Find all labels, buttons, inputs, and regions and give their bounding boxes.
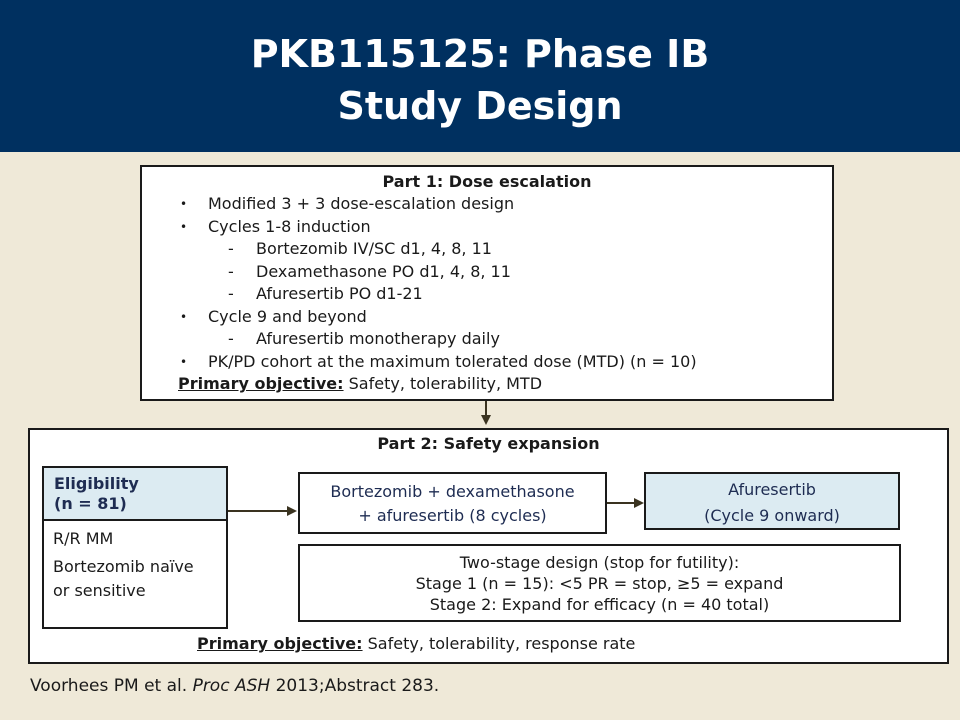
- arrow-to-mono-icon: [634, 498, 644, 508]
- combo-line-1: Bortezomib + dexamethasone: [330, 482, 575, 501]
- part1-bullet-item: PK/PD cohort at the maximum tolerated do…: [178, 351, 822, 374]
- eligibility-box: Eligibility (n = 81) R/R MM Bortezomib n…: [42, 466, 228, 629]
- mono-line-1: Afuresertib: [728, 480, 816, 499]
- part2-title: Part 2: Safety expansion: [377, 434, 600, 453]
- part2-objective-label: Primary objective:: [197, 634, 363, 653]
- part1-list: Modified 3 + 3 dose-escalation designCyc…: [178, 193, 822, 373]
- part1-sub-item: Afuresertib PO d1-21: [178, 283, 822, 306]
- part2-objective: Primary objective: Safety, tolerability,…: [197, 634, 635, 653]
- part1-bullet-item: Cycle 9 and beyond: [178, 306, 822, 329]
- part1-bullet-item: Modified 3 + 3 dose-escalation design: [178, 193, 822, 216]
- eligibility-criterion-2a: Bortezomib naïve: [53, 557, 194, 576]
- citation-rest: 2013;Abstract 283.: [270, 676, 440, 696]
- part1-objective: Primary objective: Safety, tolerability,…: [178, 373, 822, 395]
- combination-therapy-box: Bortezomib + dexamethasone + afuresertib…: [298, 472, 607, 534]
- part1-sub-item: Dexamethasone PO d1, 4, 8, 11: [178, 261, 822, 284]
- part2-objective-text: Safety, tolerability, response rate: [362, 634, 636, 653]
- part1-sub-item: Afuresertib monotherapy daily: [178, 328, 822, 351]
- slide-title-line2: Study Design: [337, 84, 623, 128]
- citation: Voorhees PM et al. Proc ASH 2013;Abstrac…: [30, 676, 439, 696]
- part1-bullet-item: Cycles 1-8 induction: [178, 216, 822, 239]
- part1-objective-label: Primary objective:: [178, 374, 344, 393]
- design-line-2: Stage 1 (n = 15): <5 PR = stop, ≥5 = exp…: [415, 574, 784, 593]
- eligibility-title: Eligibility: [54, 474, 139, 493]
- two-stage-design-box: Two-stage design (stop for futility): St…: [298, 544, 901, 622]
- eligibility-body: R/R MM Bortezomib naïve or sensitive: [44, 521, 226, 609]
- citation-authors: Voorhees PM et al.: [30, 676, 193, 696]
- eligibility-criterion-2b: or sensitive: [53, 581, 146, 600]
- eligibility-criterion-1: R/R MM: [53, 529, 114, 548]
- citation-journal: Proc ASH: [192, 676, 271, 696]
- eligibility-count: (n = 81): [54, 494, 127, 513]
- part2-box: Part 2: Safety expansion Eligibility (n …: [28, 428, 949, 664]
- mono-line-2: (Cycle 9 onward): [704, 506, 840, 525]
- combo-line-2: + afuresertib (8 cycles): [358, 506, 547, 525]
- part1-sub-item: Bortezomib IV/SC d1, 4, 8, 11: [178, 238, 822, 261]
- arrow-to-combo-icon: [287, 506, 297, 516]
- eligibility-header: Eligibility (n = 81): [44, 468, 226, 521]
- design-line-1: Two-stage design (stop for futility):: [459, 553, 740, 572]
- design-line-3: Stage 2: Expand for efficacy (n = 40 tot…: [429, 595, 770, 614]
- down-arrow-shaft: [485, 401, 487, 419]
- monotherapy-box: Afuresertib (Cycle 9 onward): [644, 472, 900, 530]
- arrow-to-mono-shaft: [607, 502, 635, 504]
- part1-box: Part 1: Dose escalation Modified 3 + 3 d…: [140, 165, 834, 401]
- down-arrow-icon: [481, 415, 491, 425]
- slide-title-line1: PKB115125: Phase IB: [250, 32, 710, 76]
- part1-title: Part 1: Dose escalation: [382, 172, 592, 191]
- part1-objective-text: Safety, tolerability, MTD: [343, 374, 543, 393]
- arrow-to-combo-shaft: [228, 510, 288, 512]
- slide-header: PKB115125: Phase IB Study Design: [0, 0, 960, 152]
